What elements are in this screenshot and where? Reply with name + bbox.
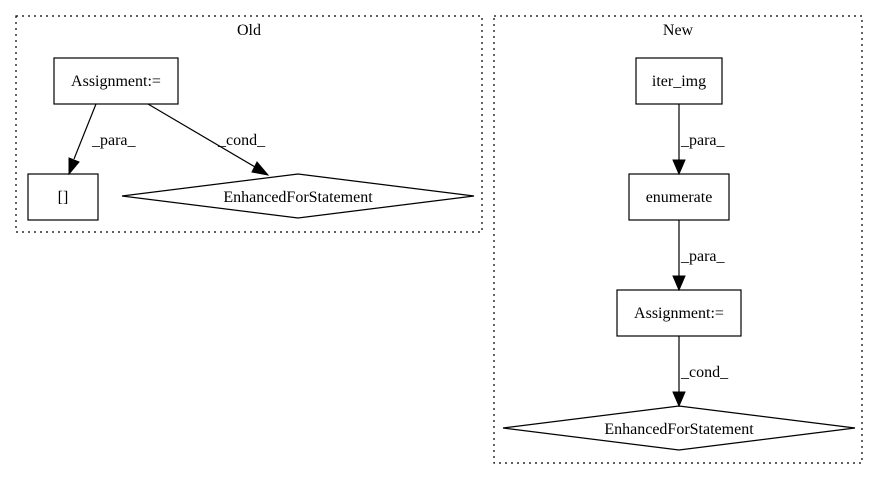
old-assignment-box [53,57,179,105]
new-for-statement-node: EnhancedForStatement [502,405,856,451]
old-assignment-node: Assignment:= [53,57,179,105]
new-edge-enumerate-to-assignment: _para_ [672,220,726,292]
new-edge-para-2-label: _para_ [680,248,726,265]
new-iter-img-label: iter_img [652,73,706,90]
old-edge-assignment-to-brackets: _para_ [68,103,137,176]
new-for-statement-label: EnhancedForStatement [604,421,754,438]
new-enumerate-node: enumerate [628,173,730,221]
old-edge-para-arrowhead [68,157,80,176]
old-edge-para-label: _para_ [91,132,137,149]
old-edge-assignment-to-for: _cond_ [147,103,270,176]
new-enumerate-label: enumerate [646,189,713,206]
old-cluster-title: Old [237,22,261,39]
new-assignment-label: Assignment:= [634,305,724,322]
new-iter-img-box [635,57,723,105]
old-for-statement-diamond [121,173,475,219]
new-edge-para-1-label: _para_ [680,132,726,149]
old-edge-cond-arrowhead [251,161,270,176]
new-edge-assignment-to-for: _cond_ [672,336,729,408]
new-edge-iter-img-to-enumerate: _para_ [672,104,726,176]
new-for-statement-diamond [502,405,856,451]
old-edge-cond-line [147,103,256,168]
new-edge-cond-arrowhead [672,391,686,408]
old-cluster-frame [15,15,483,233]
new-edge-para-1-arrowhead [672,159,686,176]
new-edge-para-2-arrowhead [672,275,686,292]
old-brackets-label: [] [58,189,69,206]
old-brackets-box [27,173,99,221]
old-edge-cond-label: _cond_ [217,132,266,149]
new-cluster: New iter_img enumerate Assignment:= Enha… [493,15,863,464]
new-cluster-title: New [663,22,694,39]
old-edge-para-line [73,103,97,160]
new-edge-cond-label: _cond_ [680,364,729,381]
new-iter-img-node: iter_img [635,57,723,105]
old-for-statement-node: EnhancedForStatement [121,173,475,219]
old-assignment-label: Assignment:= [71,73,161,90]
old-cluster: Old Assignment:= [] EnhancedForStatement… [15,15,483,233]
old-brackets-node: [] [27,173,99,221]
old-for-statement-label: EnhancedForStatement [223,189,373,206]
new-assignment-node: Assignment:= [616,289,742,337]
